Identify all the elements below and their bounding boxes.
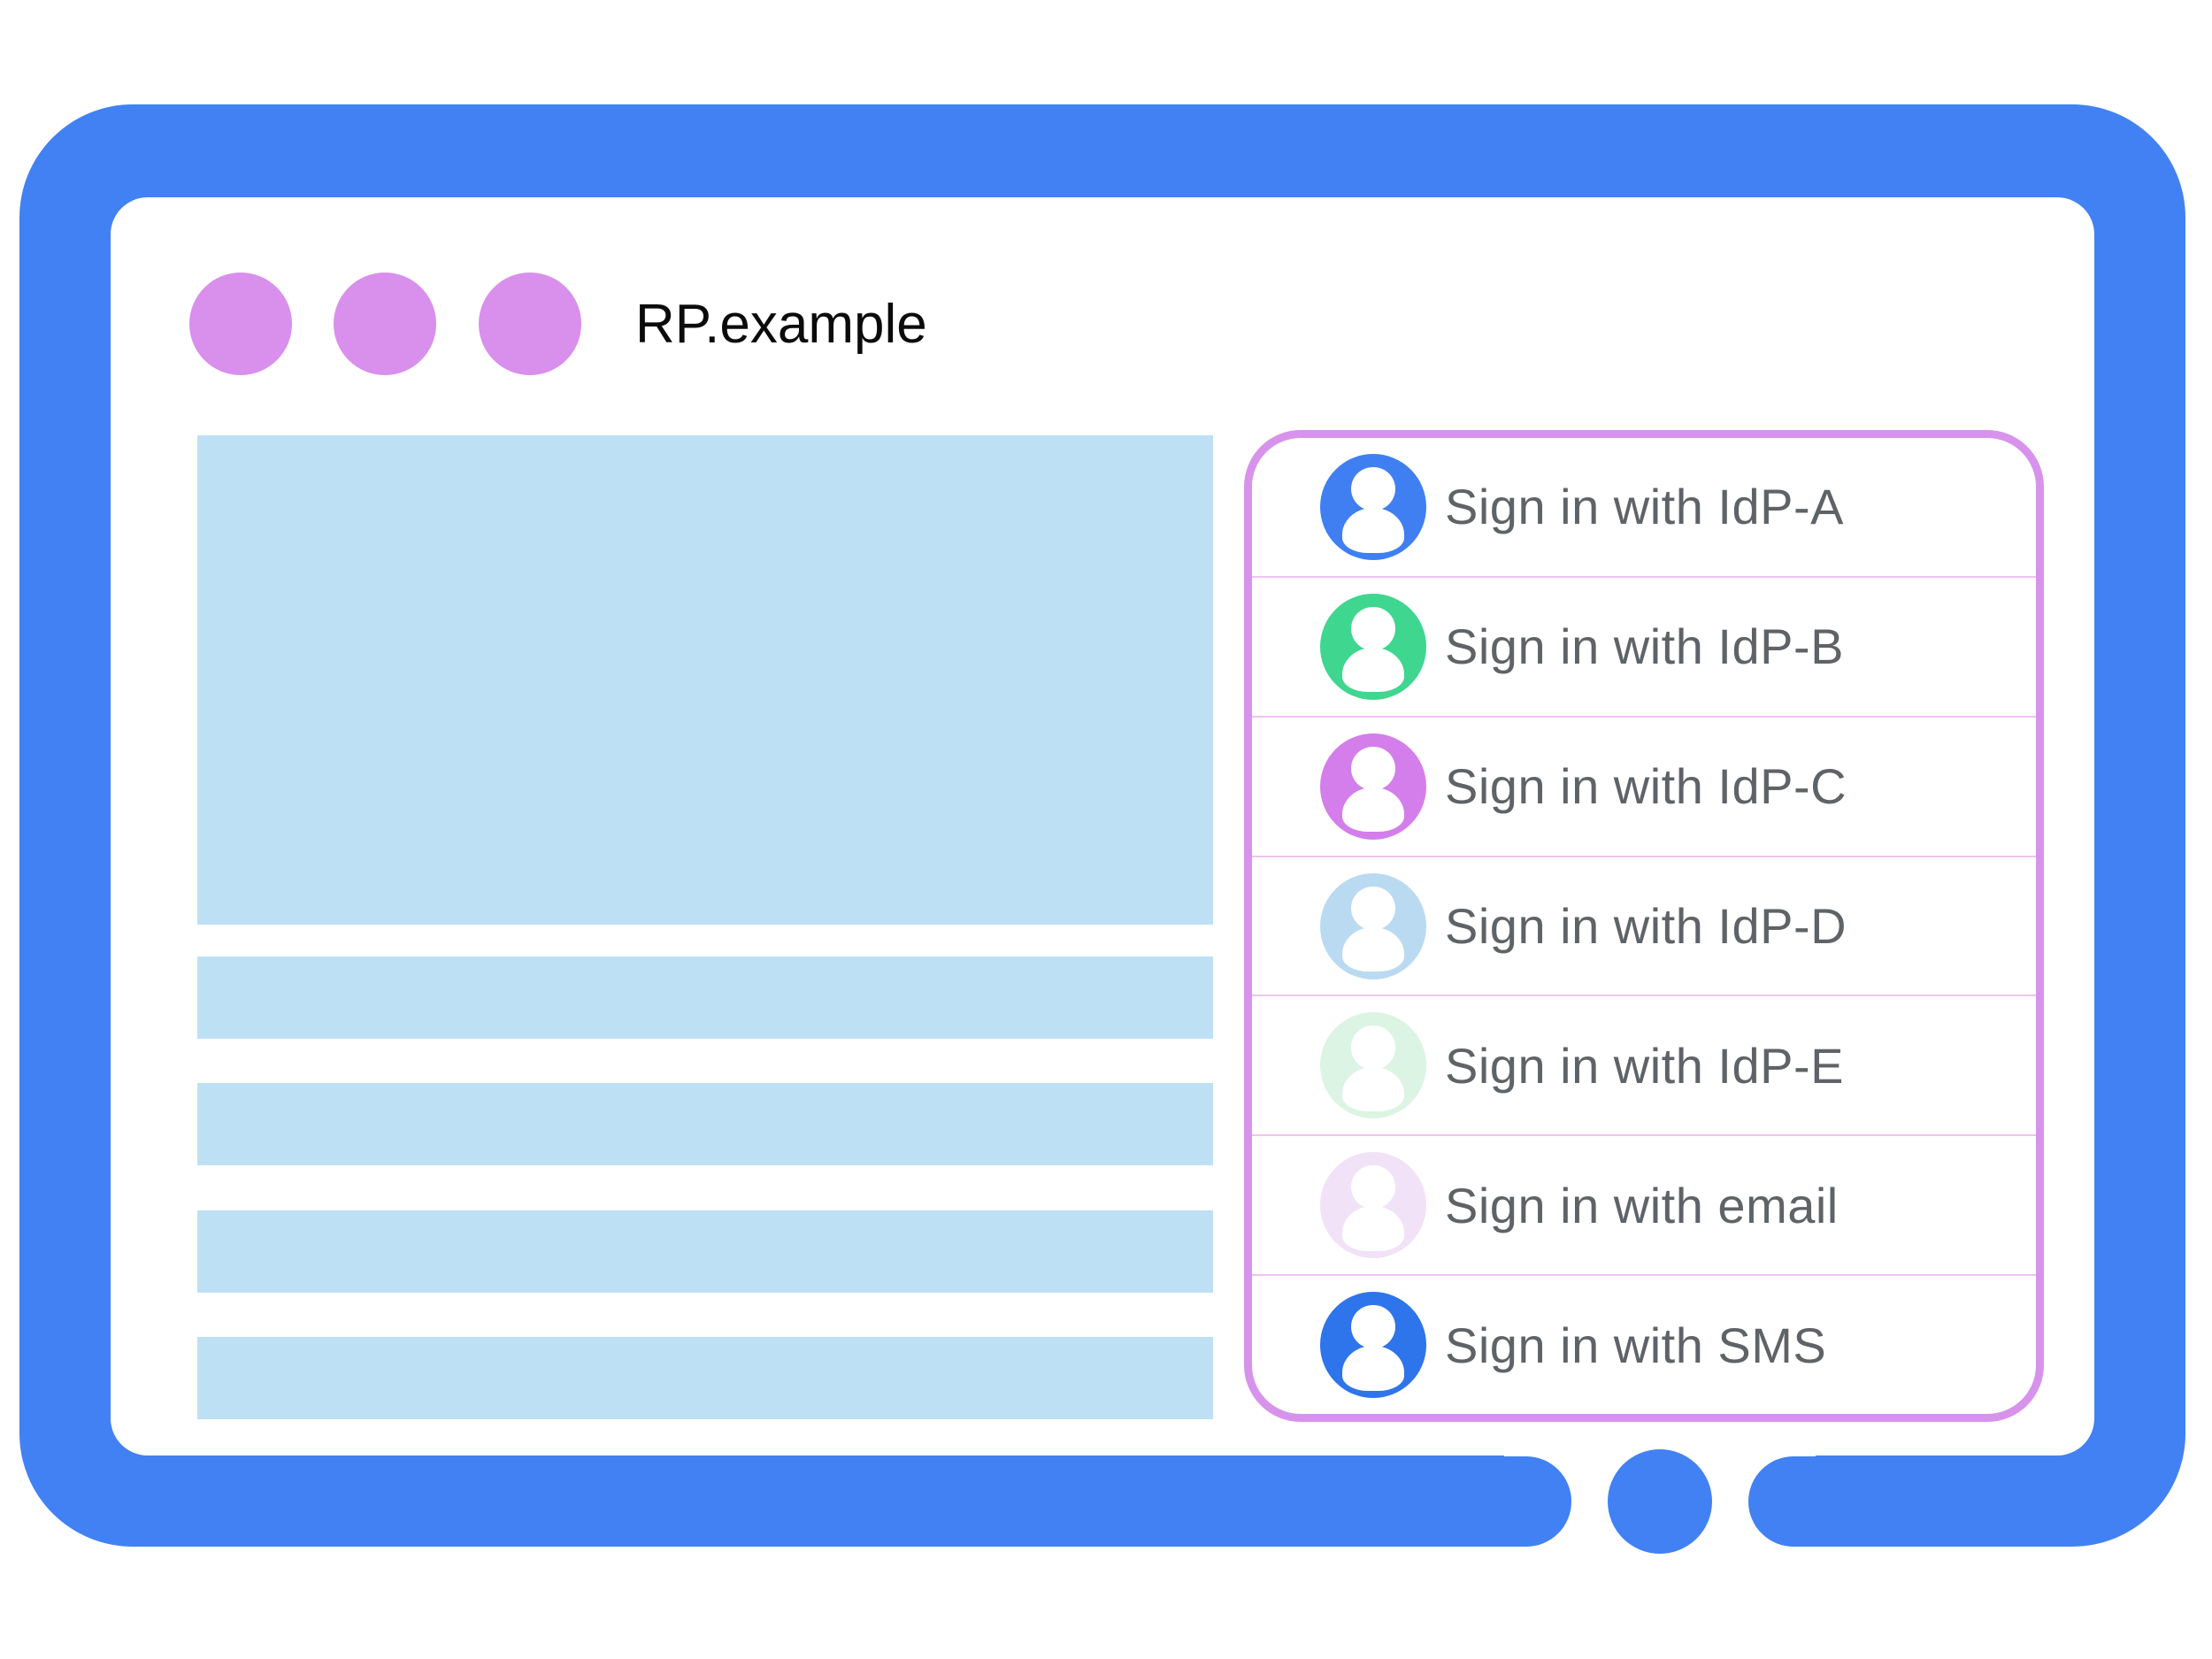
sign-in-option-label: Sign in with IdP-A bbox=[1445, 479, 1844, 535]
sign-in-option-label: Sign in with IdP-E bbox=[1445, 1037, 1844, 1094]
person-avatar-icon bbox=[1320, 1012, 1426, 1119]
sign-in-option-label: Sign in with IdP-C bbox=[1445, 758, 1847, 815]
sign-in-option-label: Sign in with email bbox=[1445, 1177, 1839, 1233]
content-placeholder-line bbox=[197, 1083, 1213, 1165]
window-control-dot-icon bbox=[334, 273, 436, 375]
bezel-left-cap bbox=[1438, 1456, 1571, 1547]
sign-in-option-email[interactable]: Sign in with email bbox=[1252, 1134, 2036, 1274]
person-avatar-icon bbox=[1320, 733, 1426, 840]
sign-in-option-idp-d[interactable]: Sign in with IdP-D bbox=[1252, 855, 2036, 995]
sign-in-option-label: Sign in with IdP-B bbox=[1445, 618, 1844, 675]
person-avatar-icon bbox=[1320, 872, 1426, 979]
person-avatar-icon bbox=[1320, 593, 1426, 700]
sign-in-option-idp-c[interactable]: Sign in with IdP-C bbox=[1252, 715, 2036, 856]
person-avatar-icon bbox=[1320, 1292, 1426, 1399]
sign-in-chooser-panel: Sign in with IdP-A Sign in with IdP-B Si… bbox=[1244, 430, 2044, 1422]
content-placeholder-line bbox=[197, 956, 1213, 1039]
sign-in-option-label: Sign in with IdP-D bbox=[1445, 898, 1847, 954]
sign-in-option-label: Sign in with SMS bbox=[1445, 1317, 1827, 1373]
sign-in-option-idp-a[interactable]: Sign in with IdP-A bbox=[1252, 438, 2036, 576]
window-control-dot-icon bbox=[479, 273, 581, 375]
person-avatar-icon bbox=[1320, 453, 1426, 560]
sign-in-option-idp-b[interactable]: Sign in with IdP-B bbox=[1252, 575, 2036, 716]
person-avatar-icon bbox=[1320, 1152, 1426, 1259]
content-placeholder-line bbox=[197, 1210, 1213, 1293]
window-control-dot-icon bbox=[189, 273, 292, 375]
page-title: RP.example bbox=[635, 294, 927, 355]
content-placeholder-line bbox=[197, 1337, 1213, 1419]
bezel-right-cap bbox=[1748, 1456, 1882, 1547]
sign-in-option-idp-e[interactable]: Sign in with IdP-E bbox=[1252, 995, 2036, 1134]
home-button-icon bbox=[1608, 1449, 1712, 1554]
sign-in-option-sms[interactable]: Sign in with SMS bbox=[1252, 1274, 2036, 1414]
content-placeholder-hero bbox=[197, 435, 1213, 925]
